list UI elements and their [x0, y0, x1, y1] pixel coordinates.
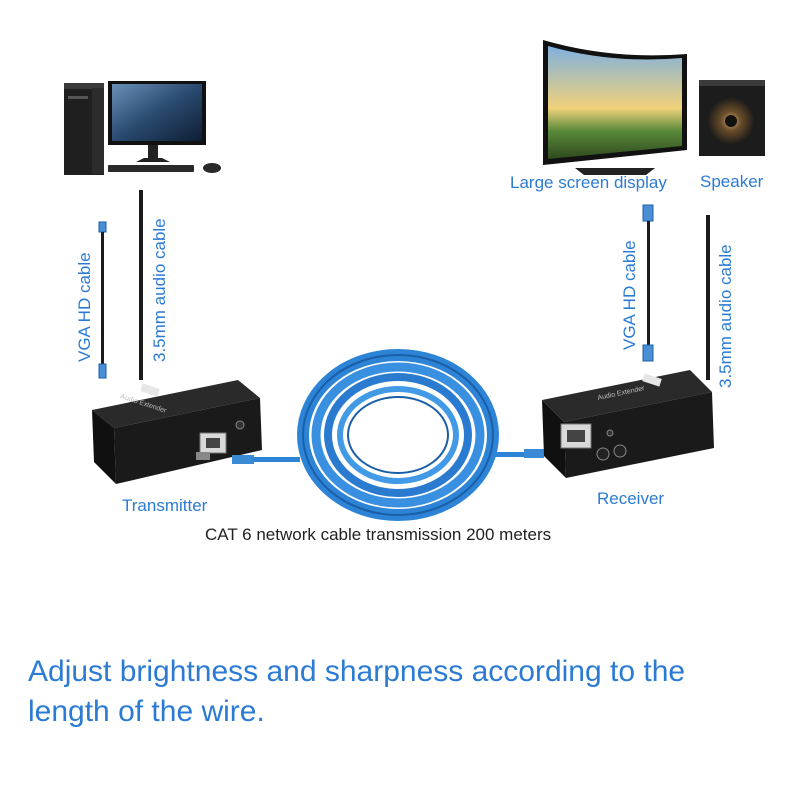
receiver-label: Receiver	[597, 489, 665, 508]
speaker-label: Speaker	[700, 172, 764, 191]
computer-icon	[64, 81, 221, 175]
vga-cable-right	[642, 204, 654, 362]
vga-cable-left	[98, 221, 107, 379]
caption: Adjust brightness and sharpness accordin…	[28, 652, 788, 732]
speaker-icon	[699, 80, 765, 156]
transmitter-label: Transmitter	[122, 496, 208, 515]
curved-tv-icon	[543, 40, 687, 175]
vga-cable-right-label: VGA HD cable	[620, 240, 639, 350]
large-screen-label: Large screen display	[510, 173, 667, 192]
network-plug-right	[492, 449, 544, 458]
transmitter-device: Audio Extender	[92, 380, 262, 484]
audio-cable-left-label: 3.5mm audio cable	[150, 218, 169, 362]
audio-cable-left	[139, 190, 143, 380]
receiver-device: Audio Extender	[542, 370, 714, 478]
network-plug-left	[232, 455, 300, 464]
network-cable-coil	[297, 349, 499, 521]
network-cable-label: CAT 6 network cable transmission 200 met…	[205, 525, 552, 544]
audio-cable-right-label: 3.5mm audio cable	[716, 244, 735, 388]
audio-cable-right	[706, 215, 710, 380]
caption-line-1: Adjust brightness and sharpness accordin…	[28, 655, 686, 688]
vga-cable-left-label: VGA HD cable	[75, 252, 94, 362]
caption-line-2: length of the wire.	[28, 695, 265, 728]
